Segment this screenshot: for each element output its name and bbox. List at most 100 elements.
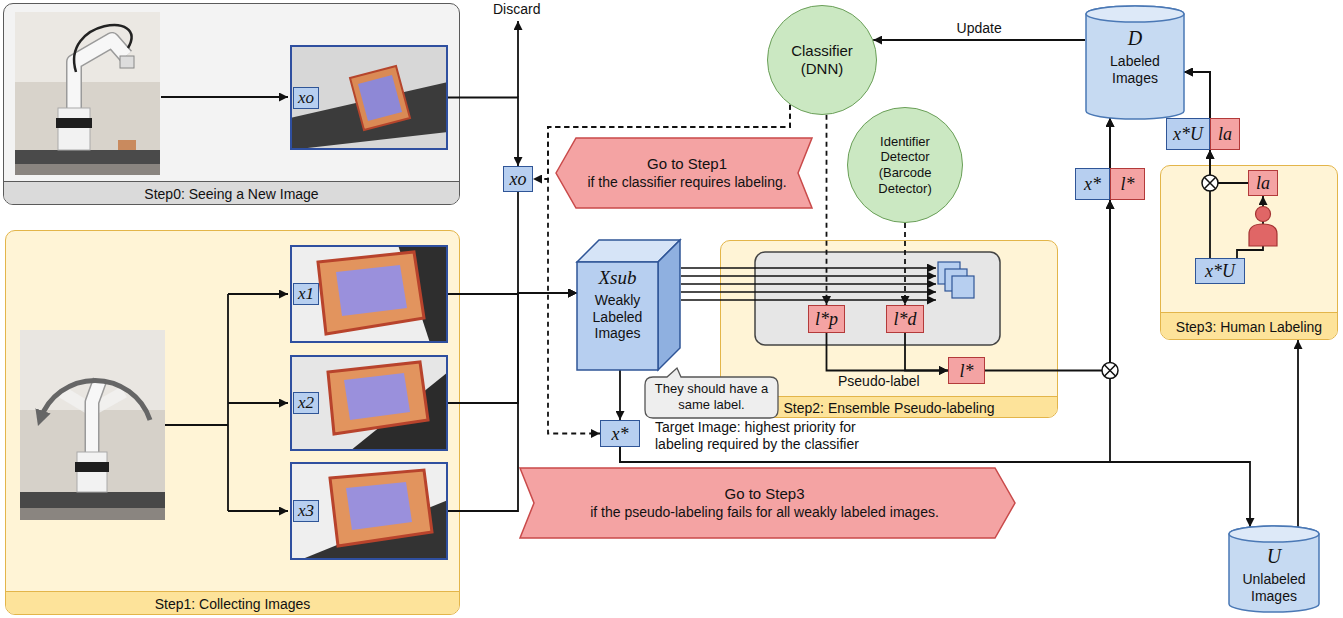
camera-image <box>350 66 410 130</box>
node-text: if the pseudo-labeling fails for all wea… <box>590 504 939 522</box>
robot-photo <box>74 40 126 112</box>
connector-arrow <box>873 39 1085 41</box>
robot-photo <box>20 492 165 508</box>
cube-front <box>577 262 658 370</box>
robot-photo <box>118 140 136 150</box>
robot-photo <box>40 380 150 420</box>
node-text: D <box>1128 27 1142 49</box>
ensemble-box <box>755 252 1000 345</box>
annotation-text: Pseudo-label <box>838 373 920 390</box>
node-text: Classifier (DNN) <box>777 42 867 78</box>
node-text: x3 <box>293 500 319 522</box>
node-text: x* <box>612 425 629 443</box>
connector-arrow <box>905 333 948 371</box>
flow-arrow <box>228 293 288 295</box>
node-text: xo <box>293 87 319 109</box>
robot-photo <box>15 12 160 175</box>
robot-photo <box>20 330 165 520</box>
annotation-text: Discard <box>493 1 540 18</box>
node-text: la <box>1218 125 1232 143</box>
database-cylinder: DLabeled Images <box>1085 5 1185 120</box>
camera-image <box>344 373 410 420</box>
text-holder: Go to Step1if the classifier requires la… <box>580 138 794 208</box>
banner-arrow <box>556 138 812 208</box>
robot-photo <box>15 164 160 175</box>
connector-arrow <box>1109 118 1111 168</box>
robot-photo <box>92 380 100 455</box>
bubble-shape <box>645 368 778 418</box>
node-text: Xsub <box>599 268 637 289</box>
connector-arrow <box>985 200 1110 371</box>
node-text: la <box>1256 174 1270 192</box>
symbol-box: l* <box>1110 168 1145 200</box>
robot-photo <box>15 12 160 175</box>
connector-arrow <box>1184 72 1210 118</box>
camera-image <box>330 470 432 546</box>
camera-image <box>290 355 448 451</box>
human-annotator-icon <box>1249 207 1277 247</box>
image-frame: xo <box>290 45 448 150</box>
connector-arrow <box>827 333 949 371</box>
robot-photo <box>58 108 90 150</box>
robot-photo <box>56 118 92 128</box>
flow-arrow <box>165 294 228 511</box>
robot-photo <box>20 508 165 520</box>
node-text: They should have a same label. <box>651 381 772 412</box>
connector-arrow <box>619 370 621 420</box>
cylinder-body <box>1229 526 1319 612</box>
node-text: l*p <box>815 310 838 328</box>
camera-image <box>290 355 448 451</box>
image-frame: x1 <box>290 245 448 343</box>
edge-label-holder: Update <box>955 20 1004 37</box>
symbol-box: x* <box>1075 168 1110 200</box>
speech-bubble: They should have a same label. <box>645 368 778 418</box>
robot-photo <box>75 462 109 472</box>
node-text: Go to Step3 <box>724 485 804 504</box>
step-panel: Step0: Seeing a New Image xo <box>3 3 460 205</box>
human-annotator-icon <box>1256 207 1271 222</box>
merge-symbol <box>1202 175 1218 191</box>
merge-symbol <box>1102 363 1118 379</box>
image-set-cube: XsubWeakly Labeled Images <box>577 240 680 370</box>
connector-arrow <box>448 293 577 403</box>
node-text: Unlabeled Images <box>1235 571 1313 605</box>
connector-arrow <box>1297 340 1299 527</box>
text-holder: Step1: Collecting Images <box>5 593 460 615</box>
symbol-box: x*U <box>1166 118 1210 150</box>
dashed-connector <box>826 115 828 305</box>
flow-arrow <box>228 510 288 512</box>
banner-arrow <box>520 468 1015 538</box>
banner-outline <box>556 138 812 208</box>
symbol-box: xo <box>503 166 533 192</box>
image-stack-icon <box>938 262 974 298</box>
camera-image <box>318 252 424 334</box>
node-text: x* <box>1084 175 1101 193</box>
human-annotator-icon <box>1249 224 1277 246</box>
image-stack-icon <box>952 276 974 298</box>
symbol-box: x* <box>600 420 640 447</box>
symbol-box: x*U <box>1195 258 1245 284</box>
node-text: l*d <box>893 310 916 328</box>
node-text: Step0: Seeing a New Image <box>144 186 318 202</box>
weak-label-arrows <box>681 275 936 277</box>
weak-label-arrows <box>681 267 936 269</box>
robot-photo <box>15 150 160 164</box>
weak-label-arrows <box>681 299 936 301</box>
edge-label: Update <box>955 20 1004 37</box>
text-holder: Step0: Seeing a New Image <box>3 183 460 205</box>
symbol-box: la <box>1248 170 1278 196</box>
camera-image <box>290 245 448 343</box>
symbol-box: l*p <box>808 305 845 333</box>
robot-photo <box>120 56 134 68</box>
node-text: Step1: Collecting Images <box>155 596 311 612</box>
merge-symbol <box>1104 365 1115 376</box>
module-circle: Identifier Detector (Barcode Detector) <box>847 107 963 223</box>
image-frame: x3 <box>290 462 448 560</box>
symbol-box: la <box>1210 118 1240 150</box>
node-text: xo <box>510 170 527 188</box>
discard-arrow <box>517 21 519 97</box>
flow-arrow <box>161 96 288 98</box>
text-holder: Step3: Human Labeling <box>1160 314 1338 340</box>
